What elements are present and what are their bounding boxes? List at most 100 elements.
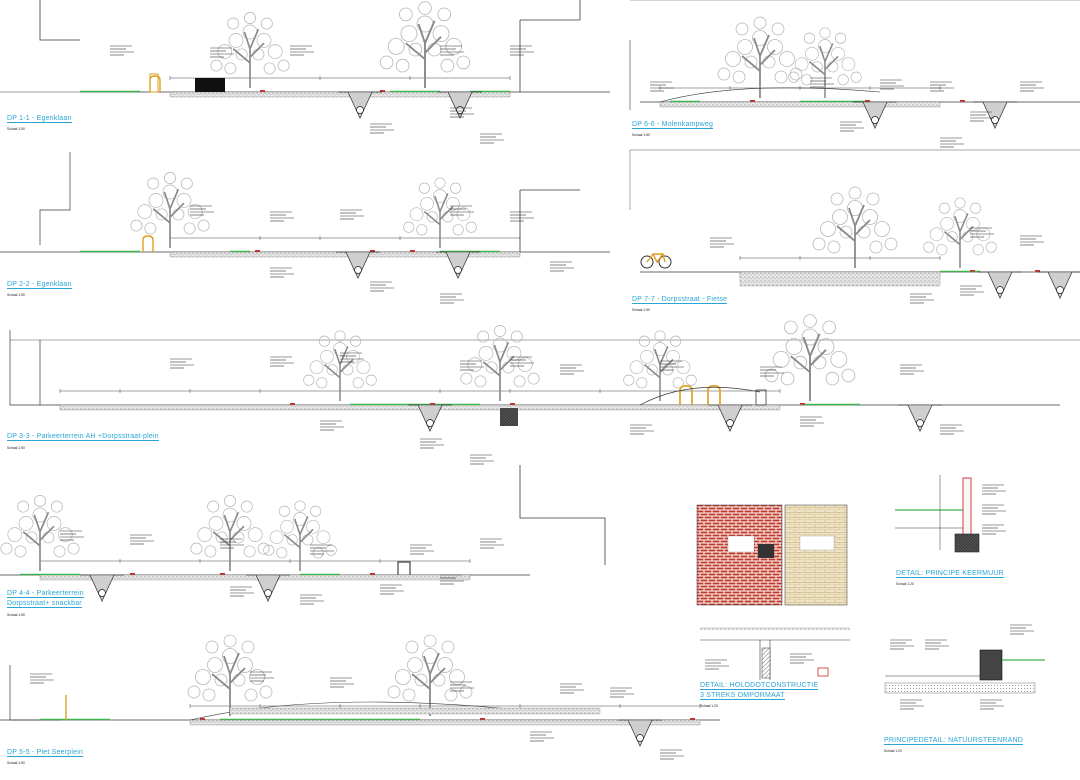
annotation-block: [129, 534, 155, 545]
kerb-marker: [800, 403, 805, 405]
scale-label-dp-6-6: Schaal 1:50: [632, 133, 650, 137]
annotation-block: [959, 285, 985, 296]
gravel-bed: [229, 707, 601, 715]
natural-stone-kerb: [979, 649, 1003, 681]
annotation-block: [479, 133, 505, 144]
slope-line: [659, 87, 881, 103]
annotation-block: [469, 454, 495, 465]
detail-title-natuursteenrand: PRINCIPEDETAIL: NATUURSTEENRAND: [884, 737, 1023, 745]
gravel-bed: [659, 101, 941, 108]
annotation-block: [329, 677, 355, 688]
annotation-block: [509, 45, 535, 56]
annotation-block: [549, 261, 575, 272]
detail-title-keermuur: DETAIL: PRINCIPE KEERMUUR: [896, 570, 1004, 578]
annotation-block: [409, 544, 435, 555]
annotation-block: [229, 586, 255, 597]
tree-outline: [262, 500, 338, 572]
kerb-marker: [430, 403, 435, 405]
section-title-dp-2-2: DP 2-2 - Egenklaan: [7, 281, 72, 289]
tree-outline: [387, 634, 473, 717]
annotation-block: [629, 424, 655, 435]
scale-label-dp-2-2: Schaal 1:50: [7, 293, 25, 297]
kerb-marker: [255, 250, 260, 252]
kerb-marker: [370, 250, 375, 252]
bicycle-wheel: [640, 255, 654, 269]
gravel-bed: [189, 719, 701, 726]
red-marker: [817, 667, 829, 677]
bench-profile: [397, 561, 411, 575]
kerb-marker: [380, 90, 385, 92]
tree-outline: [189, 494, 271, 572]
tan-paving: [784, 504, 848, 606]
section-dp-3-3: [9, 313, 1080, 465]
section-dp-2-2: [0, 152, 610, 304]
annotation-block: [369, 123, 395, 134]
scale-label-dp-1-1: Schaal 1:50: [7, 127, 25, 131]
annotation-block: [169, 358, 195, 369]
kerb-marker: [200, 718, 205, 720]
section-dp-1-1: [0, 0, 610, 144]
kerb-marker: [130, 573, 135, 575]
bike-rack-icon: [142, 235, 154, 253]
annotation-block: [929, 81, 955, 92]
slope-line: [189, 701, 601, 721]
ditch-with-drain: [1037, 271, 1080, 299]
label-box: [799, 535, 835, 551]
ditch-with-drain: [897, 404, 943, 432]
kerb-marker: [290, 403, 295, 405]
section-dp-4-4: [0, 465, 606, 605]
bicycle-icon: [640, 253, 672, 269]
gravel-bed: [739, 271, 941, 287]
annotation-block: [981, 484, 1007, 495]
ditch-with-drain: [977, 271, 1023, 299]
kerb-marker: [970, 270, 975, 272]
annotation-block: [479, 538, 505, 549]
building-outline: [519, 0, 581, 92]
section-title-dp-5-5: DP 5-5 - Piet Seerplein: [7, 749, 84, 757]
annotation-block: [879, 79, 905, 90]
kerb-marker: [220, 573, 225, 575]
building-outline: [519, 465, 606, 565]
annotation-block: [981, 504, 1007, 515]
wall-footing: [954, 533, 980, 553]
annotation-block: [704, 659, 730, 670]
annotation-block: [909, 293, 935, 304]
detail-houtconstructie: [696, 504, 850, 680]
annotation-block: [299, 594, 325, 605]
section-dp-7-7: [629, 149, 1080, 304]
section-title-dp-6-6: DP 6-6 - Molenkampweg: [632, 121, 714, 129]
tree-outline: [209, 11, 291, 89]
timber-post: [761, 647, 771, 679]
annotation-block: [369, 281, 395, 292]
detail-natuursteenrand: [884, 624, 1045, 710]
annotation-block: [969, 227, 995, 238]
frame-line: [629, 149, 1080, 210]
gravel-bed: [700, 627, 850, 630]
tree-outline: [812, 186, 898, 269]
annotation-block: [1019, 81, 1045, 92]
kerb-marker: [410, 250, 415, 252]
tree-outline: [402, 177, 478, 249]
annotation-block: [1009, 624, 1035, 635]
annotation-block: [529, 731, 555, 742]
annotation-block: [839, 121, 865, 132]
building-outline: [519, 189, 580, 252]
kerb-marker: [260, 90, 265, 92]
annotation-block: [899, 699, 925, 710]
kerb-marker: [690, 718, 695, 720]
annotation-block: [809, 77, 835, 88]
scale-label-dp-7-7: Schaal 1:50: [632, 308, 650, 312]
annotation-block: [939, 424, 965, 435]
annotation-block: [799, 416, 825, 427]
tree-outline: [0, 494, 81, 572]
tree-outline: [922, 197, 998, 269]
section-title-dp-7-7: DP 7-7 - Dorpsstraat - Fietse: [632, 296, 728, 304]
slope-line: [639, 386, 761, 406]
kerb-marker: [960, 100, 965, 102]
section-title-dp-1-1: DP 1-1 - Egenklaan: [7, 115, 72, 123]
tree-outline: [302, 330, 378, 402]
annotation-block: [249, 671, 275, 682]
scale-label-dp-3-3: Schaal 1:50: [7, 446, 25, 450]
tree-outline: [787, 27, 863, 99]
